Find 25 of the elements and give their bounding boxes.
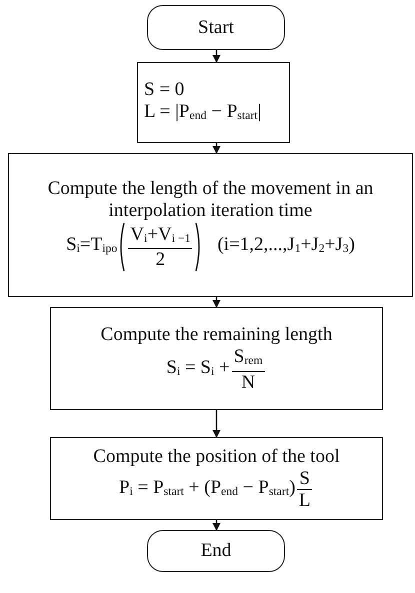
formula-text: S = 0 [144, 78, 184, 101]
formula-text: S$_{i}$=T$_{ipo}$ [66, 234, 118, 258]
formula-text: (i=1,2,...,J$_{1}$+J$_{2}$+J$_{3}$) [217, 234, 355, 258]
step-text: Compute the length of the movement in an interpolation iteration time [46, 178, 374, 222]
fraction: S$_{rem}$ N [232, 346, 265, 393]
step-text: Compute the position of the tool [93, 446, 340, 468]
process-box [50, 437, 383, 520]
terminal-box [147, 530, 285, 572]
arrow [212, 297, 220, 308]
terminal-box [147, 5, 285, 50]
arrow [212, 143, 220, 154]
arrow [212, 520, 220, 531]
step-text: Compute the remaining length [100, 324, 332, 346]
arrow [212, 50, 220, 63]
fraction: V$_{i}$+V$_{i −1}$ 2 [128, 224, 192, 270]
formula-text: P$_{i}$ = P$_{start}$ + (P$_{end}$ − P$_{start}$) [119, 476, 296, 500]
formula-text: S$_{i}$ = S$_{i}$ + [166, 356, 230, 380]
fraction: S L [297, 468, 312, 511]
formula-text: L = |P$_{end}$ − P$_{start}$| [144, 100, 262, 124]
process-box [50, 307, 383, 410]
process-box [8, 153, 413, 297]
process-box [137, 62, 290, 143]
terminal-label: End [200, 540, 232, 562]
terminal-label: Start [198, 16, 234, 38]
arrow [212, 410, 220, 438]
